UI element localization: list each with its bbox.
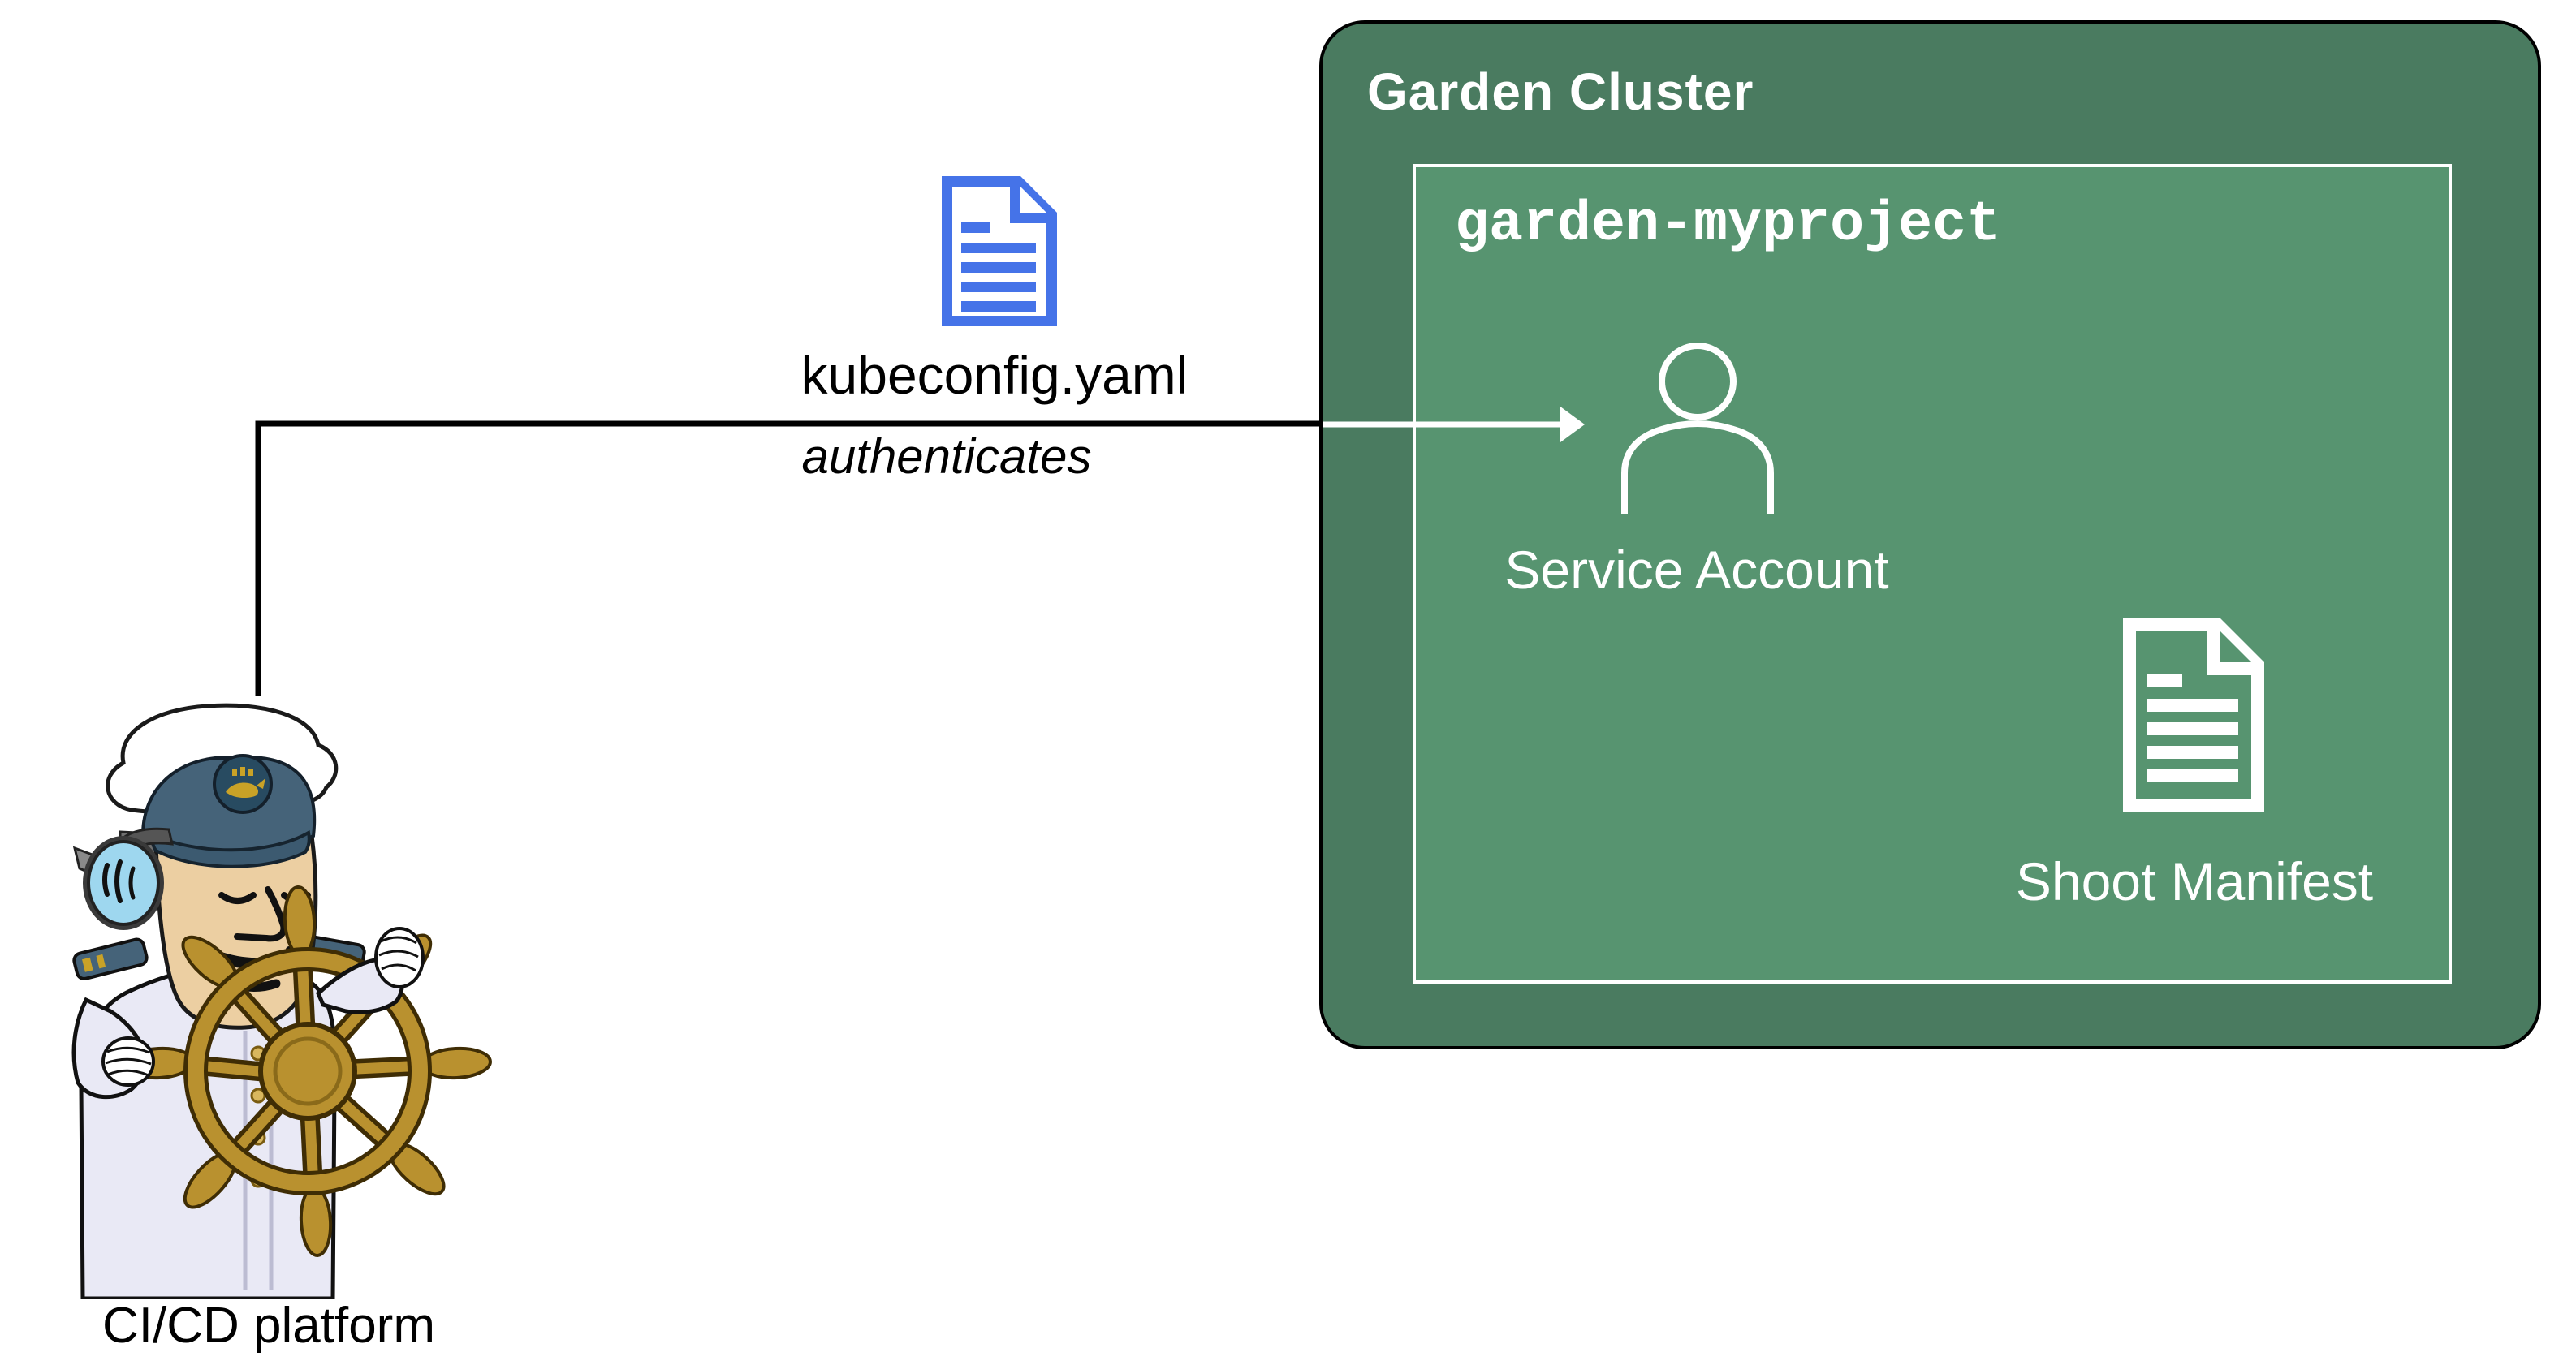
docker-whale-badge-icon: [226, 782, 258, 799]
kubeconfig-document-icon: [942, 176, 1057, 326]
jenkins-captain-illustration: [71, 703, 492, 1299]
namespace-title: garden-myproject: [1455, 193, 2001, 257]
glove-right: [374, 927, 425, 988]
kubeconfig-label: kubeconfig.yaml: [800, 345, 1189, 405]
shoot-manifest-label: Shoot Manifest: [2015, 851, 2374, 911]
authenticates-edge-label: authenticates: [801, 429, 1092, 484]
person-icon: [1621, 343, 1774, 514]
shoot-manifest-document-icon: [2123, 618, 2264, 812]
garden-cluster-title: Garden Cluster: [1367, 62, 1754, 121]
namespace-box: [1413, 164, 2452, 984]
headphone-cup-icon: [87, 840, 160, 926]
service-account-label: Service Account: [1504, 540, 1889, 600]
glove-left: [101, 1036, 155, 1087]
cicd-platform-label: CI/CD platform: [102, 1298, 435, 1354]
